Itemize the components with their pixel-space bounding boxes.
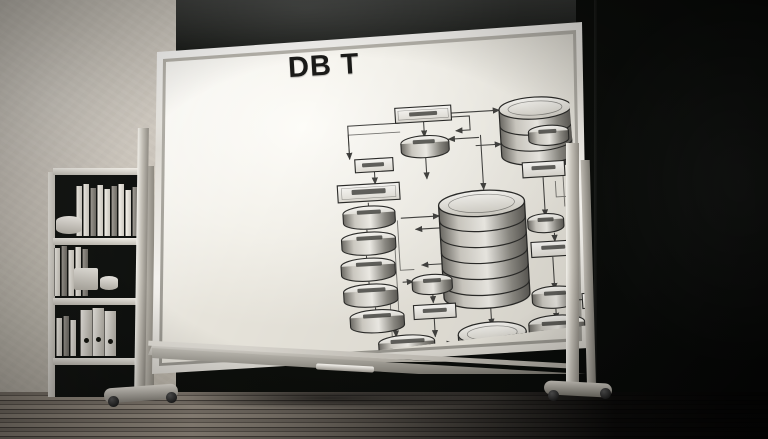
caster-front-left	[108, 396, 119, 407]
whiteboard-heading: DB T	[287, 47, 361, 85]
round-container-2	[100, 276, 118, 290]
book-row-top	[76, 184, 138, 236]
caster-back-right	[600, 388, 611, 399]
whiteboard[interactable]	[152, 22, 588, 374]
storage-box	[74, 268, 98, 290]
bookshelf-shelf-3	[53, 298, 145, 305]
book-row-3	[56, 316, 76, 356]
bookshelf-shelf-2	[53, 238, 145, 245]
bookshelf-shelf-top	[53, 168, 145, 175]
binder-1	[80, 310, 92, 356]
bookshelf-shelf-4	[53, 358, 145, 365]
stand-post-right	[566, 143, 579, 391]
bookshelf-left-panel	[48, 172, 55, 397]
round-container-top	[56, 216, 82, 234]
whiteboard-glare	[162, 34, 579, 363]
wall-corner-seam	[594, 0, 597, 404]
caster-front-right	[548, 390, 559, 401]
binder-2	[92, 308, 104, 356]
floor-shadow	[120, 392, 580, 422]
binder-3	[104, 311, 116, 356]
caster-back-left	[166, 392, 177, 403]
